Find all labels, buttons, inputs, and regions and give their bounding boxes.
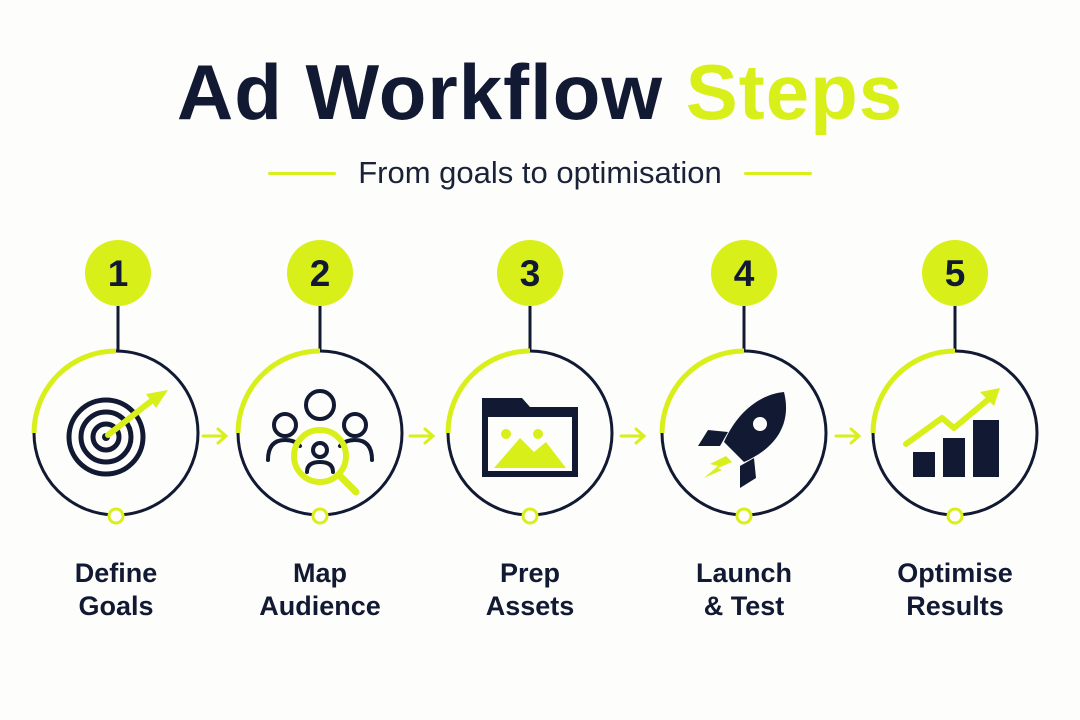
step-4-number-badge [711, 240, 777, 306]
step-1: 1 [31, 240, 200, 525]
arrow-4-5 [834, 427, 862, 445]
step-3-label-line1: Prep [499, 558, 561, 588]
subtitle-left-rule [268, 171, 337, 175]
arrow-3-4 [619, 427, 647, 445]
step-4-accent-arc [659, 348, 745, 434]
step-1-node [107, 507, 125, 525]
step-5: 5 [870, 240, 1039, 525]
step-2-number: 2 [310, 253, 331, 294]
step-1-number-badge [85, 240, 151, 306]
step-5-label-line1: Optimise [897, 558, 1013, 588]
subtitle-right-rule [743, 171, 812, 175]
step-2-accent-arc [235, 348, 321, 434]
step-1-label-line1: Define [74, 558, 158, 588]
step-3-node [521, 507, 539, 525]
step-4: 4 [659, 240, 828, 525]
step-4-label-line1: Launch [695, 558, 792, 588]
step-2-number-badge [287, 240, 353, 306]
step-4-label-line2: & Test [703, 591, 785, 621]
target-arrow-icon [66, 390, 168, 477]
step-2-node [311, 507, 329, 525]
step-4-label: Launch & Test [644, 557, 844, 623]
step-3: 3 [445, 240, 614, 525]
step-3-number-badge [497, 240, 563, 306]
rocket-icon [698, 392, 787, 488]
title-accent: Steps [685, 48, 904, 136]
step-3-number: 3 [520, 253, 541, 294]
step-5-label: Optimise Results [855, 557, 1055, 623]
step-1-label: Define Goals [16, 557, 216, 623]
step-3-accent-arc [445, 348, 531, 434]
arrow-2-3 [408, 427, 436, 445]
step-2-label-line2: Audience [259, 591, 381, 621]
step-5-accent-arc [870, 348, 956, 434]
growth-chart-icon [903, 388, 1000, 477]
page-title: Ad Workflow Steps [0, 42, 1080, 142]
step-5-number-badge [922, 240, 988, 306]
folder-image-icon [482, 398, 578, 477]
step-2: 2 [235, 240, 404, 525]
subtitle: From goals to optimisation [358, 155, 722, 190]
step-5-label-line2: Results [906, 591, 1004, 621]
step-3-label: Prep Assets [430, 557, 630, 623]
subtitle-row: From goals to optimisation [0, 150, 1080, 196]
step-1-label-line2: Goals [78, 591, 154, 621]
step-4-number: 4 [734, 253, 755, 294]
step-5-node [946, 507, 964, 525]
audience-magnifier-icon [266, 389, 374, 496]
step-3-label-line2: Assets [485, 591, 575, 621]
arrow-1-2 [201, 427, 229, 445]
title-main: Ad Workflow [176, 48, 664, 136]
step-1-accent-arc [31, 348, 117, 434]
step-5-number: 5 [945, 253, 966, 294]
step-2-label: Map Audience [220, 557, 420, 623]
step-4-node [735, 507, 753, 525]
step-2-label-line1: Map [293, 558, 347, 588]
step-1-number: 1 [108, 253, 129, 294]
